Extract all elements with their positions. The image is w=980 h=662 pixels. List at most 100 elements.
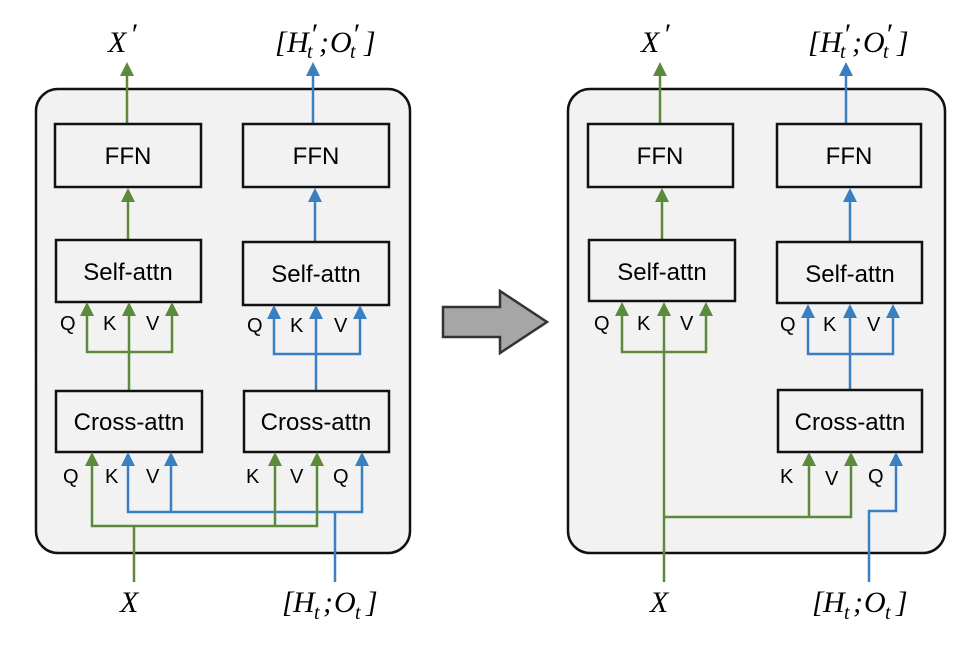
left-ffn-x-block — [53, 122, 203, 189]
port-k-label: K — [637, 313, 651, 335]
block-label: Self-attn — [805, 261, 894, 288]
left-self-attn-ho-block — [241, 240, 391, 307]
right-self-attn-x-inputs: Q K V — [594, 302, 713, 582]
arrowhead-icon — [267, 305, 281, 319]
x-bus-line — [90, 465, 319, 528]
port-v-label: V — [825, 468, 839, 490]
left-self-attn-x-inputs: Q K V — [60, 302, 179, 391]
arrowhead-icon — [268, 452, 282, 466]
o-symbol: O — [863, 26, 885, 59]
right-self-attn-ho-inputs: Q K V — [780, 304, 900, 390]
x-symbol: X — [107, 26, 128, 59]
block-label: FFN — [826, 143, 873, 170]
ho-bus-line — [126, 465, 364, 514]
left-input-ho-label: [ H t ; O t ] — [282, 586, 378, 624]
arrowhead-icon — [355, 452, 369, 466]
arrowhead-icon — [657, 302, 671, 316]
bracket-open: [ — [282, 586, 295, 619]
block-label: FFN — [105, 143, 152, 170]
o-symbol: O — [334, 586, 356, 619]
port-v-label: V — [680, 313, 694, 335]
arrowhead-icon — [886, 304, 900, 318]
arrowhead-icon — [85, 452, 99, 466]
arrowhead-icon — [653, 62, 667, 76]
left-self-attn-x-block — [54, 238, 203, 304]
port-q-label: Q — [333, 466, 349, 488]
block-label: Self-attn — [83, 259, 172, 286]
port-k-label: K — [823, 314, 837, 336]
arrowhead-icon — [309, 305, 323, 319]
o-symbol: O — [330, 26, 352, 59]
arrowhead-icon — [165, 302, 179, 316]
right-input-x-label: X — [649, 586, 670, 619]
right-ho-routing — [867, 452, 903, 582]
arrowhead-icon — [120, 62, 134, 76]
port-v-label: V — [146, 466, 160, 488]
bracket-close: ] — [365, 586, 378, 619]
arrowhead-icon — [699, 302, 713, 316]
arrowhead-icon — [889, 452, 903, 466]
left-panel: X ′ [ H ′ t ; O ′ t ] FFN FFN Self — [34, 18, 412, 624]
port-k-label: K — [290, 315, 304, 337]
subscript-t: t — [307, 41, 313, 63]
bracket-open: [ — [812, 586, 825, 619]
bracket-open: [ — [275, 26, 288, 59]
prime-symbol: ′ — [843, 18, 850, 51]
port-k-label: K — [246, 466, 260, 488]
h-symbol: H — [292, 586, 317, 619]
prime-symbol: ′ — [663, 18, 670, 51]
subscript-t: t — [350, 41, 356, 63]
semicolon: ; — [319, 26, 329, 59]
right-cross-attn-ho-block — [776, 388, 924, 454]
ho-input-line — [867, 465, 898, 582]
port-q-label: Q — [868, 466, 884, 488]
arrowhead-icon — [801, 304, 815, 318]
arrowhead-icon — [844, 452, 858, 466]
subscript-t: t — [355, 602, 361, 624]
prime-symbol: ′ — [352, 18, 359, 51]
port-k-label: K — [105, 466, 119, 488]
port-k-label: K — [103, 313, 117, 335]
x-bus-line — [664, 465, 853, 519]
right-output-x-label: X ′ — [640, 18, 670, 59]
port-q-label: Q — [780, 314, 796, 336]
arrowhead-icon — [80, 302, 94, 316]
prime-symbol: ′ — [885, 18, 892, 51]
left-input-x-label: X — [119, 586, 140, 619]
arrowhead-icon — [353, 305, 367, 319]
port-q-label: Q — [247, 315, 263, 337]
subscript-t: t — [883, 41, 889, 63]
x-symbol: X — [640, 26, 661, 59]
right-self-attn-ho-block — [775, 240, 924, 305]
left-cross-attn-x-block — [54, 389, 204, 454]
block-label: FFN — [293, 143, 340, 170]
right-ffn-x-block — [586, 122, 735, 189]
arrowhead-icon — [122, 302, 136, 316]
h-symbol: H — [286, 26, 311, 59]
arrowhead-icon — [839, 62, 853, 76]
block-label: Self-attn — [617, 259, 706, 286]
arrowhead-icon — [615, 302, 629, 316]
arrowhead-icon — [121, 188, 135, 202]
h-symbol: H — [819, 26, 844, 59]
left-self-attn-ho-inputs: Q K V — [247, 305, 367, 391]
port-v-label: V — [290, 466, 304, 488]
subscript-t: t — [885, 602, 891, 624]
block-label: Cross-attn — [795, 409, 906, 436]
block-label: Cross-attn — [74, 409, 185, 436]
arrowhead-icon — [308, 188, 322, 202]
block-label: Self-attn — [271, 261, 360, 288]
block-label: Cross-attn — [261, 409, 372, 436]
arrowhead-icon — [164, 452, 178, 466]
arrowhead-icon — [843, 188, 857, 202]
semicolon: ; — [852, 26, 862, 59]
right-self-attn-x-block — [587, 238, 737, 303]
left-output-ho-label: [ H ′ t ; O ′ t ] — [275, 18, 376, 63]
subscript-t: t — [844, 602, 850, 624]
right-panel: X ′ [ H ′ t ; O ′ t ] FFN FFN Self — [566, 18, 947, 624]
block-label: FFN — [637, 143, 684, 170]
transition-arrow-icon — [441, 288, 550, 356]
port-v-label: V — [867, 314, 881, 336]
right-ffn-ho-block — [775, 122, 923, 189]
